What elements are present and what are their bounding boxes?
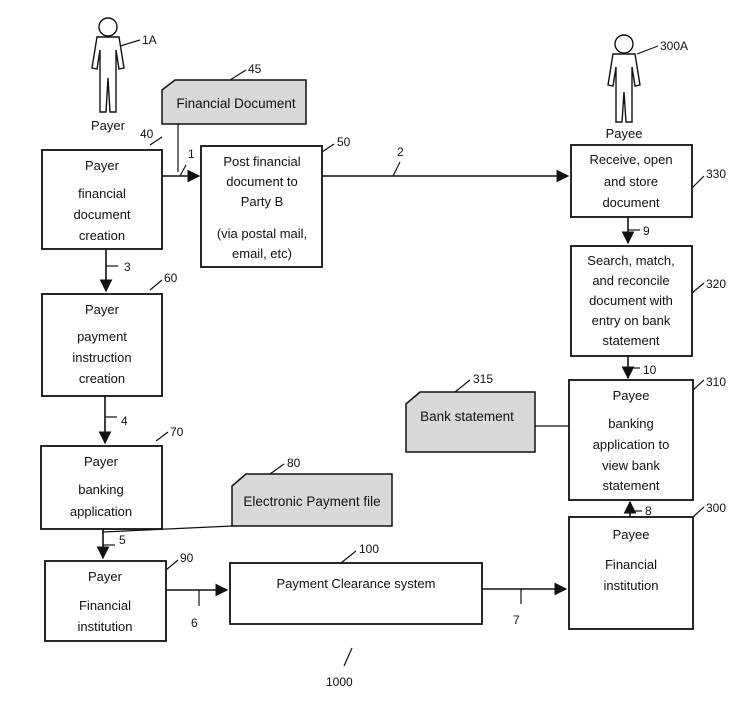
box300-line3: institution [604,578,659,593]
box320-line2: and reconcile [592,273,669,288]
payer-banking-box [40,445,163,530]
box320-line4: entry on bank [592,313,671,328]
electronic-payment-label: Electronic Payment file [243,494,380,509]
box310-line1: Payee [613,388,650,403]
box310-ref: 310 [706,375,726,389]
flow-3-label: 3 [124,260,131,274]
box320-line1: Search, match, [587,253,674,268]
payer-ref: 1A [142,33,157,47]
box310-line4: view bank [602,458,660,473]
flow-9-label: 9 [643,224,650,238]
box40-line3: document [73,207,130,222]
flow-10-label: 10 [643,363,657,377]
flow-1-label: 1 [188,147,195,161]
box40-ref: 40 [140,127,154,141]
box300-ref: 300 [706,501,726,515]
box320-line3: document with [589,293,673,308]
figure-ref-label: 1000 [326,675,353,689]
box320-line5: statement [602,333,659,348]
box90-line2: Financial [79,598,131,613]
box100-ref: 100 [359,542,379,556]
box70-line2: banking [78,482,124,497]
box40-line1: Payer [85,158,120,173]
box50-line2: document to [226,174,298,189]
box320-ref: 320 [706,277,726,291]
box330-line2: and store [604,174,658,189]
box300-line2: Financial [605,557,657,572]
financial-document-label: Financial Document [176,96,296,111]
box310-line3: application to [593,437,670,452]
box60-line3: instruction [72,350,131,365]
box50-line3: Party B [241,194,284,209]
box330-ref: 330 [706,167,726,181]
box330-line3: document [602,195,659,210]
financial-document-shape: Financial Document [161,79,307,125]
flow-8-label: 8 [645,504,652,518]
payee-person-icon [607,34,641,123]
box40-line2: financial [78,186,126,201]
box60-line1: Payer [85,302,120,317]
box70-line1: Payer [84,454,119,469]
box40-line4: creation [79,228,125,243]
box310-line2: banking [608,416,654,431]
box70-line3: application [70,504,132,519]
financial-document-ref: 45 [248,62,262,76]
box90-line1: Payer [88,569,123,584]
box330-line1: Receive, open [589,152,672,167]
bank-statement-shape: Bank statement [405,391,536,453]
box60-line4: creation [79,371,125,386]
electronic-payment-ref: 80 [287,456,301,470]
payer-financial-institution-box [44,560,167,642]
box60-ref: 60 [164,271,178,285]
flow-6-label: 6 [191,616,198,630]
flow-4-label: 4 [121,414,128,428]
payee-banking-box [568,379,694,501]
flow-5-label: 5 [119,533,126,547]
payee-label: Payee [606,126,643,141]
box310-line5: statement [602,478,659,493]
payment-clearance-box [229,562,483,625]
box100-line1: Payment Clearance system [277,576,436,591]
receive-store-box [570,144,693,218]
box90-ref: 90 [180,551,194,565]
box70-ref: 70 [170,425,184,439]
payee-financial-institution-box [568,516,694,630]
post-document-box [200,145,323,268]
box50-line4: (via postal mail, [217,226,307,241]
flow-2-label: 2 [397,145,404,159]
reconcile-box [570,245,693,357]
bank-statement-ref: 315 [473,372,493,386]
box300-line1: Payee [613,527,650,542]
payer-document-creation-box [41,149,163,250]
payee-ref: 300A [660,39,688,53]
payer-person-icon [91,17,125,113]
box90-line3: institution [78,619,133,634]
box50-line1: Post financial [223,154,300,169]
box60-line2: payment [77,329,127,344]
box50-ref: 50 [337,135,351,149]
electronic-payment-file-shape: Electronic Payment file [231,473,393,527]
box50-line5: email, etc) [232,246,292,261]
bank-statement-label: Bank statement [420,409,514,424]
payment-instruction-box [41,293,163,397]
flow-7-label: 7 [513,613,520,627]
payer-label: Payer [91,118,126,133]
